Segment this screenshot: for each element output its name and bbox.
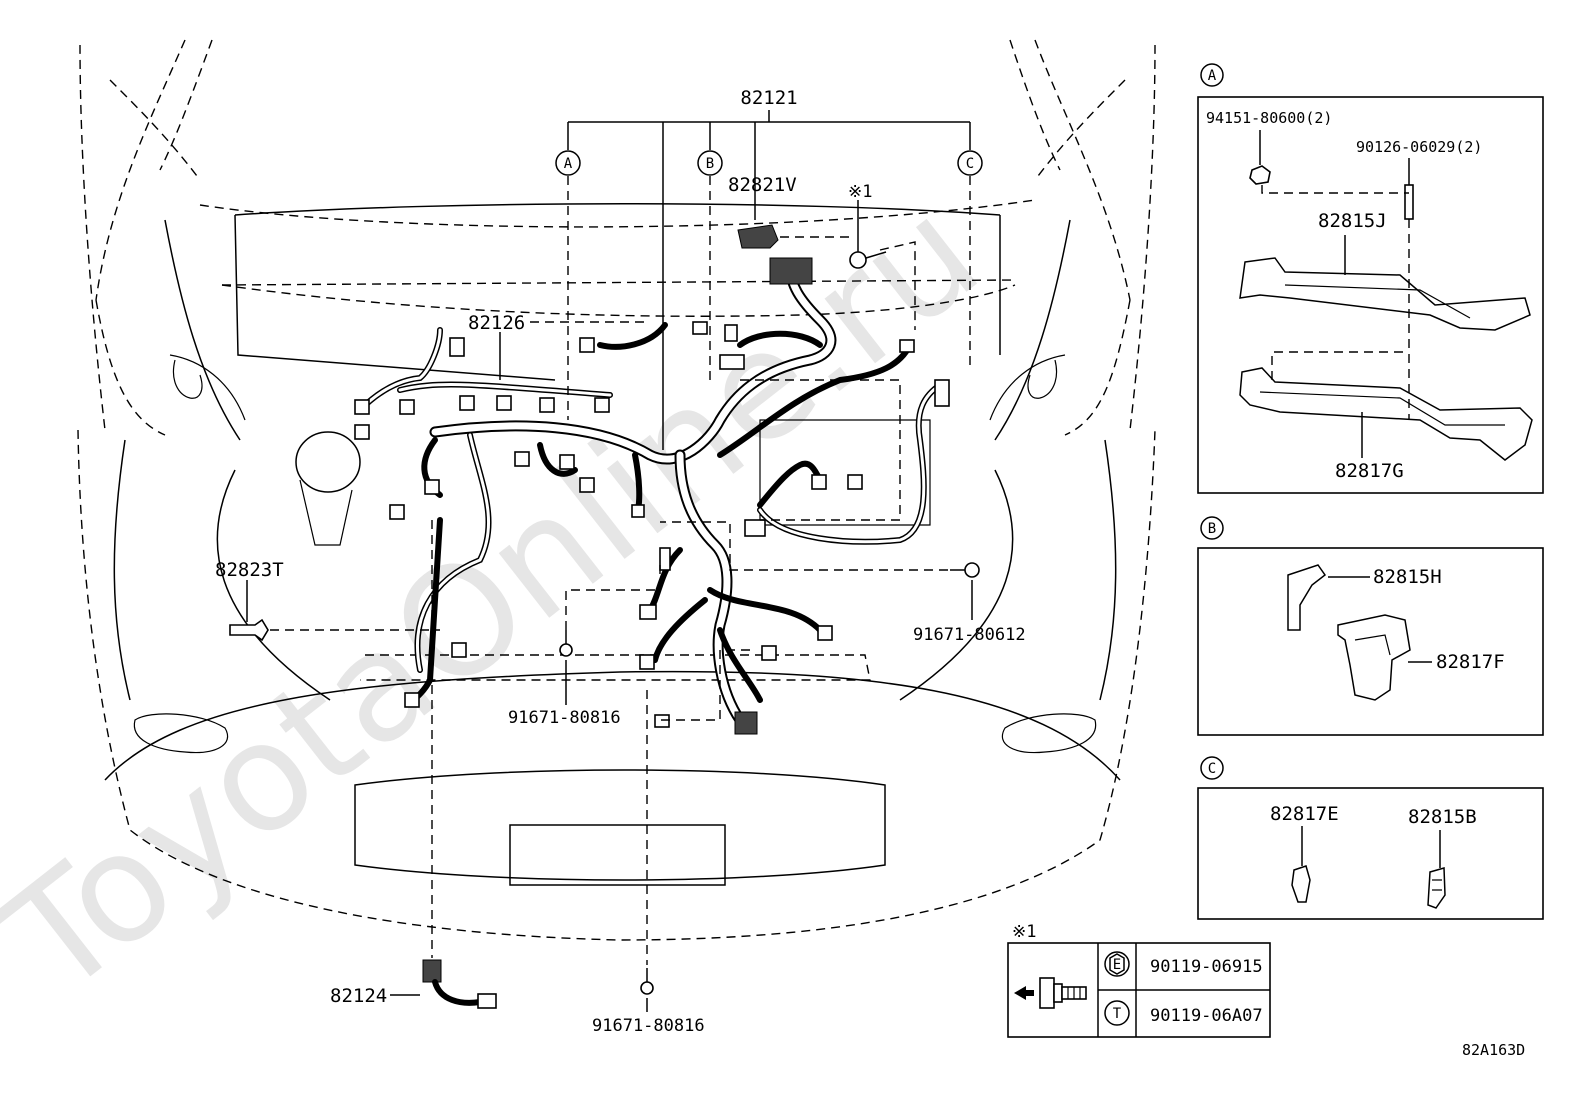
note-part-1: 90119-06915 xyxy=(1150,957,1263,977)
label-94151-80600: 94151-80600(2) xyxy=(1206,109,1332,127)
detail-b-box xyxy=(1197,547,1544,736)
label-82815J: 82815J xyxy=(1318,210,1387,232)
badge-t-letter: T xyxy=(1113,1006,1122,1022)
nut-94151-drawing xyxy=(1249,165,1271,185)
label-82124: 82124 xyxy=(330,985,387,1007)
branch-letter-a: A xyxy=(564,156,573,172)
diagram-code: 82A163D xyxy=(1462,1041,1525,1059)
arrow-icon xyxy=(1014,986,1034,1000)
note1-mark: ※1 xyxy=(848,182,872,202)
label-91671-80612: 91671-80612 xyxy=(913,625,1026,645)
detail-c-panel: C 82817E 82815B xyxy=(1197,756,1544,920)
vehicle-body-outline xyxy=(77,39,1156,941)
flange-bolt-icon xyxy=(1039,977,1087,1009)
label-82817E: 82817E xyxy=(1270,803,1339,825)
note-part-2: 90119-06A07 xyxy=(1150,1006,1263,1026)
detail-c-letter: C xyxy=(1208,761,1216,777)
main-wire-harness xyxy=(357,259,943,726)
detail-c-box xyxy=(1197,787,1544,920)
branch-letter-c: C xyxy=(966,156,974,172)
clip-82817E-drawing xyxy=(1291,865,1311,903)
label-82815B: 82815B xyxy=(1408,806,1477,828)
note1-table: ※1 E 90119-06915 T 90119-06A07 xyxy=(1007,922,1271,1038)
reservoir-outline xyxy=(295,431,361,493)
label-82815H: 82815H xyxy=(1373,566,1442,588)
clip-82823T-drawing xyxy=(229,618,269,642)
badge-e-circle xyxy=(1104,951,1130,977)
branch-marker-b: B xyxy=(697,150,723,176)
label-90126-06029: 90126-06029(2) xyxy=(1356,138,1482,156)
label-82817G: 82817G xyxy=(1335,460,1404,482)
badge-e-hex xyxy=(1109,953,1125,975)
detail-a-panel: A 94151-80600(2) 90126-06029(2) 82815J 8… xyxy=(1197,63,1544,494)
label-82121: 82121 xyxy=(740,87,797,109)
protector-82817G-drawing xyxy=(1239,367,1533,461)
label-82821V: 82821V xyxy=(728,174,797,196)
badge-e-letter: E xyxy=(1113,957,1121,973)
branch-marker-c: C xyxy=(957,150,983,176)
label-91671-80816-upper: 91671-80816 xyxy=(508,708,621,728)
label-82126: 82126 xyxy=(468,312,525,334)
detail-b-letter: B xyxy=(1208,521,1216,537)
harness-connectors xyxy=(229,224,980,1009)
detail-b-panel: B 82815H 82817F xyxy=(1197,516,1544,736)
watermark-text: ToyotaOnline.ru xyxy=(0,166,1010,1029)
pigtail-82124-connector xyxy=(422,959,442,983)
branch-marker-a: A xyxy=(555,150,581,176)
protector-82815H-drawing xyxy=(1287,564,1327,631)
label-82817F: 82817F xyxy=(1436,651,1505,673)
label-82823T: 82823T xyxy=(215,559,284,581)
stud-90126-drawing xyxy=(1404,184,1414,220)
label-91671-80816-lower: 91671-80816 xyxy=(592,1016,705,1036)
note-table-mark: ※1 xyxy=(1012,922,1036,942)
bracket-82821V-drawing xyxy=(737,224,779,249)
badge-t-circle xyxy=(1104,1000,1130,1026)
detail-a-box xyxy=(1197,96,1544,494)
detail-a-letter: A xyxy=(1208,68,1217,84)
pigtail-82124-wire xyxy=(432,979,483,1006)
protector-82815J-drawing xyxy=(1239,257,1531,331)
leader-lines xyxy=(246,110,973,1012)
branch-letter-b: B xyxy=(706,156,714,172)
clip-82815B-drawing xyxy=(1427,867,1446,909)
bracket-82817F-drawing xyxy=(1337,614,1411,701)
